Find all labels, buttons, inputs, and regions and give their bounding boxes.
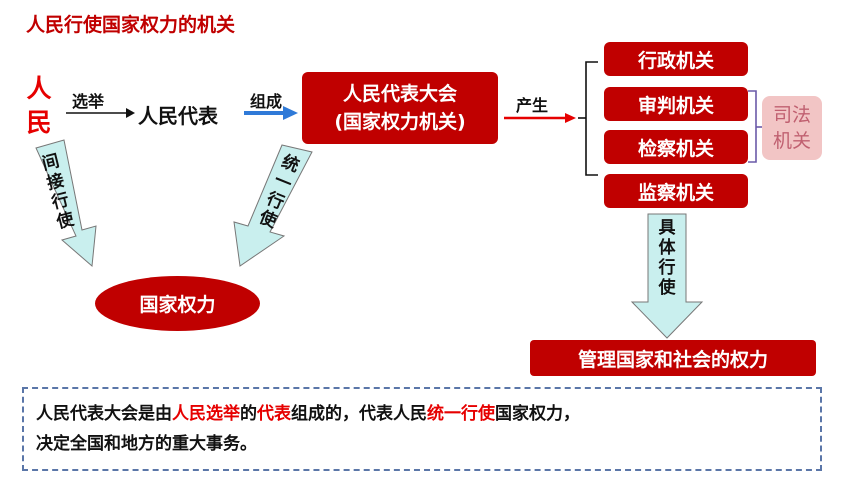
- representatives-label: 人民代表: [138, 104, 218, 128]
- produce-label: 产生: [516, 96, 549, 115]
- peoples-congress-box: 人民代表大会 (国家权力机关): [302, 72, 498, 144]
- elect-label: 选举: [72, 92, 105, 111]
- organs-bracket: [585, 61, 598, 176]
- judicial-line-2: 机关: [772, 130, 811, 152]
- unified-exercise-arrow: [233, 144, 313, 267]
- concrete-char-1: 具: [658, 218, 676, 238]
- compose-arrow-head: [283, 106, 298, 120]
- highlight-representatives: 代表: [257, 404, 291, 424]
- summary-line-1: 人民代表大会是由人民选举的代表组成的，代表人民统一行使国家权力，: [36, 404, 580, 424]
- judicial-bracket: [748, 90, 757, 163]
- organ-procuratorial: 检察机关: [604, 130, 748, 164]
- people-char-1: 人: [26, 74, 52, 103]
- state-power-ellipse: 国家权力: [95, 276, 260, 331]
- summary-line-2: 决定全国和地方的重大事务。: [36, 434, 257, 454]
- people-char-2: 民: [26, 108, 52, 137]
- concrete-exercise-label: 具 体 行 使: [656, 218, 678, 298]
- concrete-char-3: 行: [658, 258, 676, 278]
- indirect-exercise-arrow: [35, 139, 97, 268]
- concrete-char-4: 使: [658, 278, 676, 298]
- organ-administrative: 行政机关: [604, 42, 748, 76]
- summary-box: 人民代表大会是由人民选举的代表组成的，代表人民统一行使国家权力， 决定全国和地方…: [22, 387, 822, 471]
- highlight-unified: 统一行使: [427, 404, 495, 424]
- produce-arrow-head: [565, 113, 576, 123]
- page-title: 人民行使国家权力的机关: [26, 14, 236, 36]
- highlight-elected: 人民选举: [172, 404, 240, 424]
- concrete-char-2: 体: [658, 238, 676, 258]
- judicial-organs-label: 司法 机关: [762, 96, 822, 160]
- people-label: 人 民: [24, 72, 54, 140]
- congress-line-2: (国家权力机关): [334, 111, 466, 133]
- compose-label: 组成: [250, 92, 283, 111]
- manage-power-box: 管理国家和社会的权力: [530, 340, 816, 376]
- elect-arrow-head: [126, 108, 135, 118]
- concrete-exercise-arrow: [630, 213, 704, 339]
- organ-judicial-trial: 审判机关: [604, 87, 748, 121]
- organ-supervisory: 监察机关: [604, 174, 748, 208]
- judicial-line-1: 司法: [772, 104, 811, 126]
- congress-line-1: 人民代表大会: [342, 83, 457, 105]
